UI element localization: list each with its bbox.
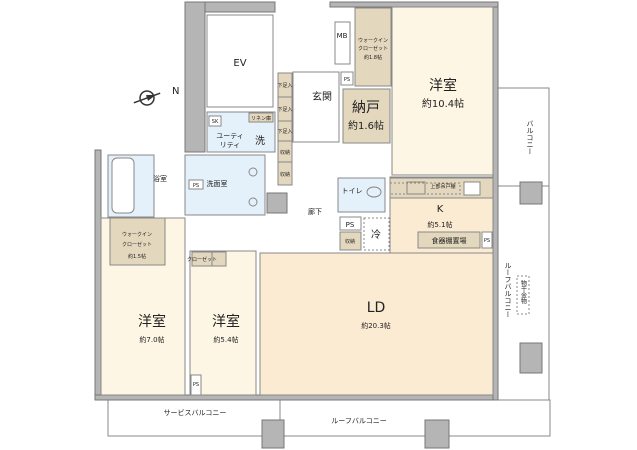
stove-icon — [463, 181, 481, 196]
storage — [339, 231, 362, 251]
room-label: K — [437, 204, 444, 215]
pillar — [266, 192, 288, 214]
elevator — [206, 14, 274, 108]
pillar — [519, 342, 543, 374]
ps-box — [481, 231, 493, 249]
cabinet-label: 上部吊戸棚 — [430, 183, 455, 190]
ev-label: EV — [233, 58, 246, 69]
walk-in-closet-top[interactable] — [354, 7, 392, 87]
ps-label: PS — [346, 221, 355, 229]
hallway-label: 廊下 — [308, 207, 322, 216]
toilet[interactable] — [337, 177, 386, 213]
living-dining[interactable] — [259, 252, 494, 396]
ps-label: PS — [193, 382, 199, 388]
ps-label: PS — [484, 238, 490, 244]
room-label: 洗面室 — [207, 179, 228, 188]
wall — [329, 1, 499, 8]
roof-balcony-bottom-area — [279, 399, 551, 437]
closet-label: クローゼット — [358, 45, 388, 52]
pillar — [261, 419, 285, 449]
shoe-storage-label: 下足入 — [277, 107, 292, 113]
roof-balcony-label: ルーフバルコニー — [331, 417, 386, 425]
room-size: 約5.1帖 — [427, 220, 452, 229]
fridge-label: 冷 — [371, 228, 381, 241]
compass-north-label: N — [172, 86, 179, 97]
sk-box — [208, 115, 222, 127]
sk-label: SK — [212, 119, 219, 125]
service-balcony-area — [107, 399, 281, 437]
wall — [492, 4, 499, 401]
storage-label: 収納 — [345, 238, 355, 245]
washer-label: 洗 — [255, 135, 265, 147]
linen-storage — [248, 112, 274, 123]
toilet-icon — [366, 186, 382, 198]
utility-label: ユーティ — [216, 132, 244, 140]
fridge-space — [363, 217, 390, 251]
room-size: 約7.0帖 — [139, 335, 164, 344]
wall — [184, 1, 206, 153]
wall — [94, 149, 102, 401]
closet-label: ウォークイン — [122, 231, 152, 238]
room-size: 約20.3帖 — [361, 321, 391, 330]
room-label: 玄関 — [312, 90, 332, 103]
pillar — [424, 419, 450, 449]
closet-size: 約1.5帖 — [128, 253, 146, 260]
genkan[interactable] — [292, 71, 340, 143]
wall — [94, 394, 498, 401]
room-label: トイレ — [342, 187, 363, 195]
service-balcony-label: サービスバルコニー — [164, 408, 227, 417]
room-size: 約5.4帖 — [213, 335, 238, 344]
walk-in-closet-left[interactable] — [109, 217, 166, 266]
ps-label: PS — [193, 183, 199, 189]
ps-box — [190, 374, 202, 396]
roof-balcony-label: ルーフバルコニー — [504, 262, 512, 318]
western-room-10-4[interactable] — [391, 6, 494, 176]
storage-label: 収納 — [280, 171, 290, 178]
closet-label: クローゼット — [122, 241, 152, 248]
ps-box — [340, 71, 354, 86]
sink-icon — [406, 181, 426, 195]
shoe-storage-label: 下足入 — [277, 129, 292, 135]
room-label: 納戸 — [352, 100, 380, 116]
balcony-label: バルコニー — [526, 120, 534, 155]
room-label: 洋室 — [429, 77, 457, 94]
utility-label: リティ — [220, 141, 241, 149]
nando[interactable] — [342, 88, 391, 144]
room-label: LD — [367, 300, 386, 316]
closet-label: クローゼット — [187, 256, 217, 263]
storage-label: 収納 — [280, 149, 290, 156]
drying-hardware — [516, 275, 530, 315]
drying-hardware-label: 物干金物 — [520, 279, 527, 305]
ps-box — [339, 216, 362, 231]
balcony-area — [496, 87, 550, 187]
closet — [211, 251, 227, 267]
ps-box — [188, 179, 204, 190]
western-room-5-4[interactable] — [189, 250, 257, 396]
dish-shelf-space — [417, 231, 481, 249]
ps-label: PS — [344, 77, 350, 83]
room-size: 約1.6帖 — [348, 119, 384, 132]
room-label: 洋室 — [138, 313, 166, 330]
mb-label: MB — [337, 32, 348, 40]
sink-icon — [248, 167, 258, 177]
shoe-storage-label: 下足入 — [277, 83, 292, 89]
closet-size: 約1.8帖 — [364, 54, 382, 61]
linen-label: リネン庫 — [251, 115, 271, 122]
closet-label: ウォークイン — [358, 37, 388, 44]
sink-icon — [248, 197, 258, 207]
room-label: 浴室 — [153, 174, 167, 183]
room-size: 約10.4帖 — [422, 97, 464, 110]
dish-shelf-label: 食器棚置場 — [432, 236, 467, 245]
room-label: 洋室 — [212, 313, 240, 330]
shoe-storage — [277, 72, 293, 186]
compass-icon — [133, 90, 161, 106]
mb — [334, 21, 351, 65]
bathtub-icon — [111, 157, 135, 214]
pillar — [519, 181, 543, 205]
